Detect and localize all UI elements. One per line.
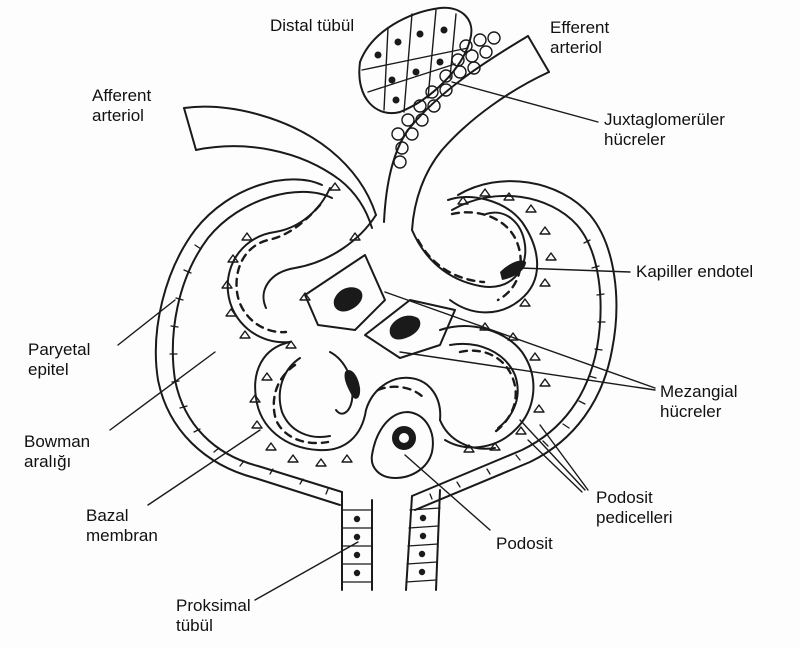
label-podosit: Podosit: [496, 534, 553, 554]
leader-lines: [110, 82, 655, 600]
label-paryetal-epitel: Paryetal epitel: [28, 340, 90, 380]
leader-juxtaglomeruler: [452, 82, 598, 122]
label-mezangial-hucreler: Mezangial hücreler: [660, 382, 738, 422]
label-distal-tubul: Distal tübül: [270, 16, 354, 36]
mesangial-nuclei: [334, 260, 526, 398]
label-efferent-arteriol: Efferent arteriol: [550, 18, 609, 58]
leader-paryetal-epitel: [118, 300, 175, 345]
parietal-epithelium-cells: [170, 240, 605, 499]
label-kapiller-endotel: Kapiller endotel: [636, 262, 753, 282]
label-bowman-araligi: Bowman aralığı: [24, 432, 90, 472]
leader-bazal-membran: [148, 430, 260, 505]
label-juxtaglomeruler-hucreler: Juxtaglomerüler hücreler: [604, 110, 725, 150]
leader-bowman: [110, 352, 215, 430]
leader-mezangial-2: [400, 352, 655, 390]
leader-podosit-pedicelleri-2: [540, 425, 588, 490]
podocyte: [372, 412, 433, 478]
distal-tubule: [359, 8, 471, 113]
label-proksimal-tubul: Proksimal tübül: [176, 596, 251, 636]
label-podosit-pedicelleri: Podosit pedicelleri: [596, 488, 673, 528]
label-bazal-membran: Bazal membran: [86, 506, 158, 546]
leader-podosit: [405, 455, 490, 530]
label-afferent-arteriol: Afferent arteriol: [92, 86, 151, 126]
bowman-capsule-outer: [156, 179, 617, 510]
